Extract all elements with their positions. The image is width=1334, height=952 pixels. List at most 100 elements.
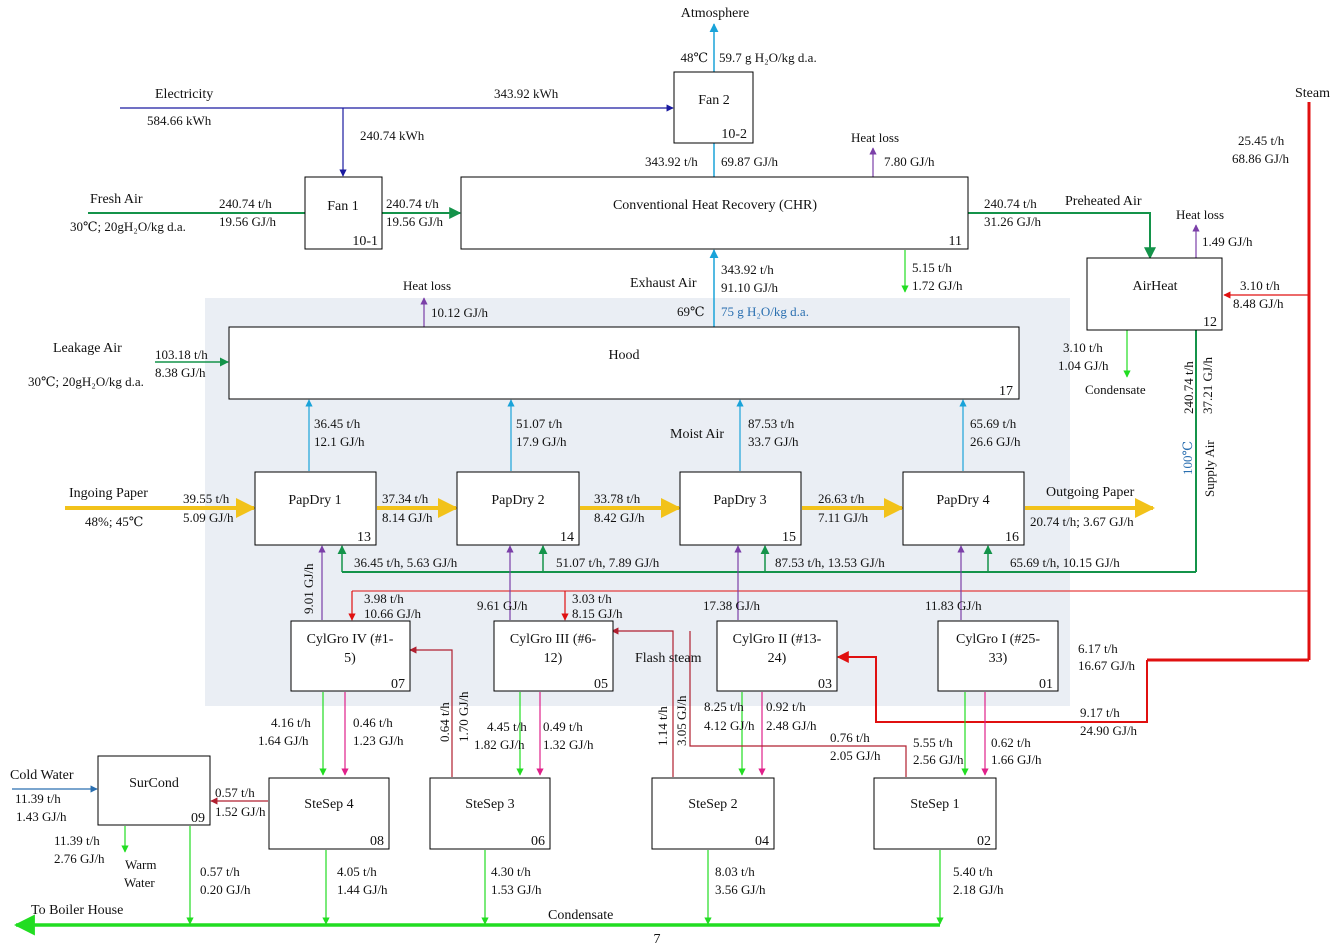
papdry4-box: PapDry 4 16: [902, 471, 1025, 546]
svg-text:10.12 GJ/h: 10.12 GJ/h: [431, 305, 489, 320]
svg-text:4.30 t/h: 4.30 t/h: [491, 864, 531, 879]
svg-text:30℃; 20gH₂O/kg d.a.: 30℃; 20gH₂O/kg d.a.: [70, 219, 186, 234]
svg-text:Fan 2: Fan 2: [698, 93, 730, 108]
svg-text:4.05 t/h: 4.05 t/h: [337, 864, 377, 879]
svg-text:2.76 GJ/h: 2.76 GJ/h: [54, 851, 105, 866]
to-boiler-label: To Boiler House: [31, 903, 123, 918]
svg-text:13: 13: [357, 530, 371, 545]
svg-text:8.03 t/h: 8.03 t/h: [715, 864, 755, 879]
svg-text:1.32 GJ/h: 1.32 GJ/h: [543, 737, 594, 752]
figure-number: 7: [654, 932, 661, 947]
svg-text:9.01 GJ/h: 9.01 GJ/h: [301, 563, 316, 614]
svg-text:0.64 t/h: 0.64 t/h: [437, 702, 452, 742]
svg-text:0.57 t/h: 0.57 t/h: [200, 864, 240, 879]
svg-text:8.25 t/h: 8.25 t/h: [704, 699, 744, 714]
svg-text:CylGro I (#25-: CylGro I (#25-: [956, 632, 1040, 647]
svg-text:2.56 GJ/h: 2.56 GJ/h: [913, 752, 964, 767]
flash-ss3-cg4: [409, 646, 453, 777]
svg-text:33.7 GJ/h: 33.7 GJ/h: [748, 434, 799, 449]
svg-text:Conventional Heat Recovery (CH: Conventional Heat Recovery (CHR): [613, 198, 817, 213]
fresh-air-label: Fresh Air: [90, 192, 143, 207]
svg-text:33): 33): [989, 651, 1008, 666]
steam-cg2-line: [836, 651, 1148, 723]
svg-text:SteSep 1: SteSep 1: [910, 797, 959, 812]
svg-text:37.21 GJ/h: 37.21 GJ/h: [1200, 356, 1215, 414]
svg-text:12.1 GJ/h: 12.1 GJ/h: [314, 434, 365, 449]
svg-text:7.80 GJ/h: 7.80 GJ/h: [884, 154, 935, 169]
svg-text:103.18 t/h: 103.18 t/h: [155, 347, 208, 362]
svg-text:343.92 t/h: 343.92 t/h: [645, 154, 698, 169]
flash-ss1-cg3: [689, 631, 907, 777]
svg-text:87.53 t/h, 13.53 GJ/h: 87.53 t/h, 13.53 GJ/h: [775, 555, 885, 570]
svg-text:10-2: 10-2: [721, 127, 747, 142]
outgoing-paper-label: Outgoing Paper: [1046, 485, 1135, 500]
svg-text:01: 01: [1039, 677, 1053, 692]
svg-text:36.45 t/h: 36.45 t/h: [314, 416, 361, 431]
svg-text:1.66 GJ/h: 1.66 GJ/h: [991, 752, 1042, 767]
svg-text:SurCond: SurCond: [129, 776, 179, 791]
papdry1-box: PapDry 1 13: [254, 471, 377, 546]
svg-text:8.15 GJ/h: 8.15 GJ/h: [572, 606, 623, 621]
svg-text:1.64 GJ/h: 1.64 GJ/h: [258, 733, 309, 748]
svg-text:240.74 kWh: 240.74 kWh: [360, 128, 425, 143]
svg-text:PapDry 4: PapDry 4: [936, 493, 989, 508]
svg-text:48℃: 48℃: [680, 50, 708, 65]
svg-text:Hood: Hood: [608, 348, 639, 363]
stesep4-box: SteSep 4 08: [268, 777, 390, 850]
svg-text:SteSep 3: SteSep 3: [465, 797, 514, 812]
surcond-box: SurCond 09: [97, 755, 211, 826]
svg-text:1.04 GJ/h: 1.04 GJ/h: [1058, 358, 1109, 373]
svg-text:17.38 GJ/h: 17.38 GJ/h: [703, 598, 761, 613]
svg-text:4.12 GJ/h: 4.12 GJ/h: [704, 718, 755, 733]
svg-text:CylGro III (#6-: CylGro III (#6-: [510, 632, 597, 647]
svg-text:1.49 GJ/h: 1.49 GJ/h: [1202, 234, 1253, 249]
svg-text:Warm: Warm: [125, 857, 156, 872]
svg-text:Fan 1: Fan 1: [327, 199, 359, 214]
svg-text:11.83 GJ/h: 11.83 GJ/h: [925, 598, 982, 613]
svg-text:12: 12: [1203, 315, 1217, 330]
cold-water-label: Cold Water: [10, 768, 74, 783]
svg-text:09: 09: [191, 811, 205, 826]
flash-ss2-cg3: [611, 627, 674, 777]
exhaust-air-label: Exhaust Air: [630, 276, 697, 291]
svg-text:2.48 GJ/h: 2.48 GJ/h: [766, 718, 817, 733]
svg-text:24): 24): [768, 651, 787, 666]
svg-text:03: 03: [818, 677, 832, 692]
svg-text:65.69 t/h: 65.69 t/h: [970, 416, 1017, 431]
svg-text:1.43 GJ/h: 1.43 GJ/h: [16, 809, 67, 824]
svg-text:PapDry 3: PapDry 3: [713, 493, 766, 508]
svg-text:240.74 t/h: 240.74 t/h: [219, 196, 272, 211]
svg-text:Heat loss: Heat loss: [1176, 207, 1224, 222]
svg-text:39.55 t/h: 39.55 t/h: [183, 491, 230, 506]
svg-text:3.03 t/h: 3.03 t/h: [572, 591, 612, 606]
svg-text:Water: Water: [124, 875, 155, 890]
svg-text:1.82 GJ/h: 1.82 GJ/h: [474, 737, 525, 752]
svg-text:343.92 t/h: 343.92 t/h: [721, 262, 774, 277]
svg-text:5.55 t/h: 5.55 t/h: [913, 735, 953, 750]
fan2-box: Fan 2 10-2: [673, 71, 754, 144]
svg-text:PapDry 1: PapDry 1: [288, 493, 341, 508]
svg-text:91.10 GJ/h: 91.10 GJ/h: [721, 280, 779, 295]
svg-text:3.05 GJ/h: 3.05 GJ/h: [674, 695, 689, 746]
svg-text:4.16 t/h: 4.16 t/h: [271, 715, 311, 730]
svg-text:36.45 t/h, 5.63 GJ/h: 36.45 t/h, 5.63 GJ/h: [354, 555, 458, 570]
svg-text:343.92 kWh: 343.92 kWh: [494, 86, 559, 101]
svg-text:87.53 t/h: 87.53 t/h: [748, 416, 795, 431]
condensate-label: Condensate: [548, 908, 613, 923]
svg-text:17: 17: [999, 384, 1013, 399]
svg-text:0.62 t/h: 0.62 t/h: [991, 735, 1031, 750]
chr-box: Conventional Heat Recovery (CHR) 11: [460, 176, 969, 250]
svg-text:240.74 t/h: 240.74 t/h: [386, 196, 439, 211]
cylgro4-box: CylGro IV (#1- 5) 07: [290, 620, 411, 692]
svg-text:Heat loss: Heat loss: [403, 278, 451, 293]
svg-text:02: 02: [977, 834, 991, 849]
svg-text:15: 15: [782, 530, 796, 545]
svg-text:20.74 t/h; 3.67 GJ/h: 20.74 t/h; 3.67 GJ/h: [1030, 514, 1134, 529]
svg-text:AirHeat: AirHeat: [1132, 279, 1177, 294]
svg-text:69.87 GJ/h: 69.87 GJ/h: [721, 154, 779, 169]
cylgro2-box: CylGro II (#13- 24) 03: [716, 620, 838, 692]
svg-text:1.23 GJ/h: 1.23 GJ/h: [353, 733, 404, 748]
svg-text:CylGro II (#13-: CylGro II (#13-: [733, 632, 822, 647]
flash-steam-label: Flash steam: [635, 651, 702, 666]
